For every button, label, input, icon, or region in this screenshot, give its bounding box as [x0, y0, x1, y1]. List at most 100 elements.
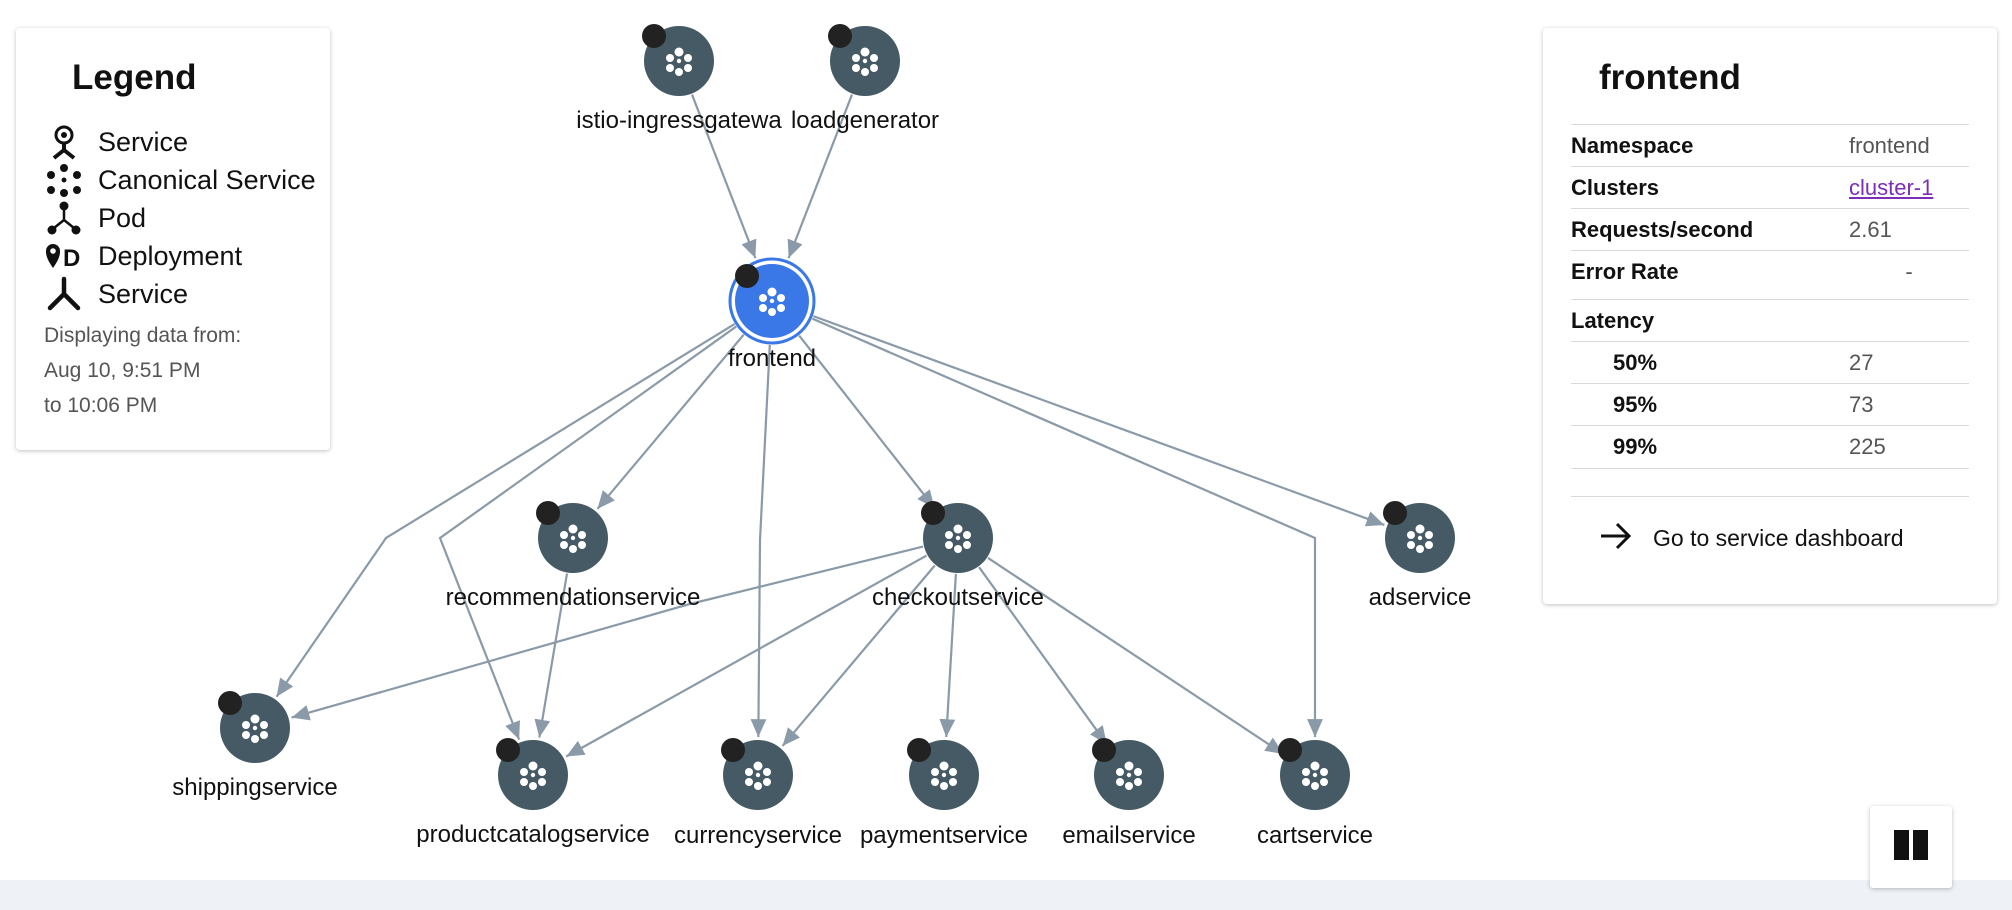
detail-key: 99% [1613, 434, 1658, 459]
node-label: paymentservice [860, 822, 1028, 849]
node-currencyservice[interactable]: currencyservice [674, 738, 842, 849]
detail-value: 73 [1849, 392, 1874, 417]
node-status-badge [735, 264, 759, 288]
node-cartservice[interactable]: cartservice [1257, 738, 1373, 849]
edge-loadgenerator-to-frontend [787, 94, 854, 259]
detail-key: Requests/second [1571, 217, 1754, 242]
detail-row-latency-50: 50% 27 [1571, 341, 1969, 384]
go-to-dashboard-link[interactable]: Go to service dashboard [1599, 518, 1904, 558]
deployment-icon: D [44, 238, 84, 274]
legend-item-label: Pod [98, 202, 147, 233]
node-adservice[interactable]: adservice [1369, 501, 1472, 611]
detail-row-error-rate: Error Rate - [1571, 250, 1969, 293]
node-label: loadgenerator [791, 107, 939, 134]
detail-key: 95% [1613, 392, 1658, 417]
pause-icon [1893, 829, 1929, 866]
canonical-service-icon [759, 287, 785, 316]
node-label: cartservice [1257, 822, 1373, 849]
pause-button[interactable] [1870, 806, 1952, 888]
node-status-badge [921, 501, 945, 525]
edge-checkoutservice-to-cartservice [987, 556, 1284, 755]
canonical-service-icon [1116, 761, 1142, 790]
edge-frontend-to-shippingservice [275, 323, 736, 698]
time-range-start: Aug 10, 9:51 PM [44, 359, 201, 382]
arrow-right-icon [1599, 521, 1633, 556]
node-istio-ingressgateway[interactable]: istio-ingressgatewa [576, 24, 782, 134]
node-label: productcatalogservice [416, 821, 649, 848]
node-recommendationservice[interactable]: recommendationservice [446, 501, 701, 611]
edge-frontend-to-adservice [812, 315, 1385, 527]
detail-value: - [1905, 259, 1913, 284]
detail-key: 50% [1613, 350, 1658, 375]
edge-checkoutservice-to-currencyservice [781, 564, 936, 747]
legend-panel: Legend Service Canonical Service [16, 28, 330, 450]
edge-recommendationservice-to-productcatalogservice [534, 573, 569, 738]
legend-item-label: Deployment [98, 240, 243, 271]
dashboard-link-label: Go to service dashboard [1653, 524, 1904, 551]
canonical-service-icon [931, 761, 957, 790]
latency-heading: Latency [1571, 308, 1655, 333]
legend-item-label: Service [98, 278, 189, 309]
edge-checkoutservice-to-paymentservice [939, 573, 957, 738]
node-paymentservice[interactable]: paymentservice [860, 738, 1028, 849]
time-range-end: to 10:06 PM [44, 394, 158, 417]
node-frontend[interactable]: frontend [728, 257, 816, 372]
node-label: frontend [728, 345, 816, 372]
legend-item-label: Service [98, 126, 189, 157]
legend-item-canonical-service: Canonical Service [44, 162, 316, 198]
node-label: currencyservice [674, 822, 842, 849]
edge-frontend-to-currencyservice [750, 344, 771, 738]
node-status-badge [828, 24, 852, 48]
node-status-badge [642, 24, 666, 48]
service-details-panel: frontend Namespace frontend Clusters clu… [1543, 28, 1997, 604]
node-label: shippingservice [172, 774, 337, 801]
node-loadgenerator[interactable]: loadgenerator [791, 24, 939, 134]
detail-row-latency: Latency [1571, 299, 1969, 342]
time-range-note: Displaying data from: [44, 324, 242, 347]
canonical-service-icon [945, 524, 971, 553]
edge-checkoutservice-to-shippingservice [291, 545, 924, 721]
node-checkoutservice[interactable]: checkoutservice [872, 501, 1044, 611]
detail-value: frontend [1849, 133, 1930, 158]
edge-checkoutservice-to-productcatalogservice [565, 554, 928, 758]
detail-row-clusters: Clusters cluster-1 [1571, 166, 1969, 209]
detail-key: Namespace [1571, 133, 1694, 158]
service-pin-icon [44, 124, 84, 160]
detail-value: 27 [1849, 350, 1874, 375]
node-status-badge [536, 501, 560, 525]
canonical-service-icon [1302, 761, 1328, 790]
detail-key: Error Rate [1571, 259, 1679, 284]
node-label: recommendationservice [446, 584, 701, 611]
node-productcatalogservice[interactable]: productcatalogservice [416, 738, 650, 848]
pod-icon [44, 200, 84, 236]
bottom-background-band [0, 880, 2012, 910]
legend-item-label: Canonical Service [98, 164, 316, 195]
node-status-badge [496, 738, 520, 762]
edge-frontend-to-cartservice [811, 317, 1323, 737]
canonical-service-icon [745, 761, 771, 790]
legend-item-deployment: D Deployment [44, 238, 242, 274]
detail-value: 2.61 [1849, 217, 1892, 242]
detail-key: Clusters [1571, 175, 1660, 200]
node-label: emailservice [1062, 822, 1195, 849]
canonical-service-icon [44, 162, 84, 198]
legend-item-service-2: Service [44, 276, 188, 312]
detail-value: 225 [1849, 434, 1886, 459]
canonical-service-icon [560, 524, 586, 553]
node-label: adservice [1369, 584, 1472, 611]
canonical-service-icon [666, 47, 692, 76]
node-label: istio-ingressgatewa [576, 107, 782, 134]
cluster-link[interactable]: cluster-1 [1849, 175, 1934, 200]
legend-item-pod: Pod [44, 200, 146, 236]
edge-frontend-to-checkoutservice [798, 334, 936, 509]
detail-row-latency-95: 95% 73 [1571, 383, 1969, 426]
legend-title: Legend [72, 58, 197, 97]
edge-frontend-to-recommendationservice [596, 333, 745, 510]
legend-item-service: Service [44, 124, 188, 160]
node-status-badge [721, 738, 745, 762]
node-shippingservice[interactable]: shippingservice [172, 691, 338, 801]
canonical-service-icon [852, 47, 878, 76]
node-emailservice[interactable]: emailservice [1062, 738, 1196, 849]
details-title: frontend [1599, 58, 1741, 97]
